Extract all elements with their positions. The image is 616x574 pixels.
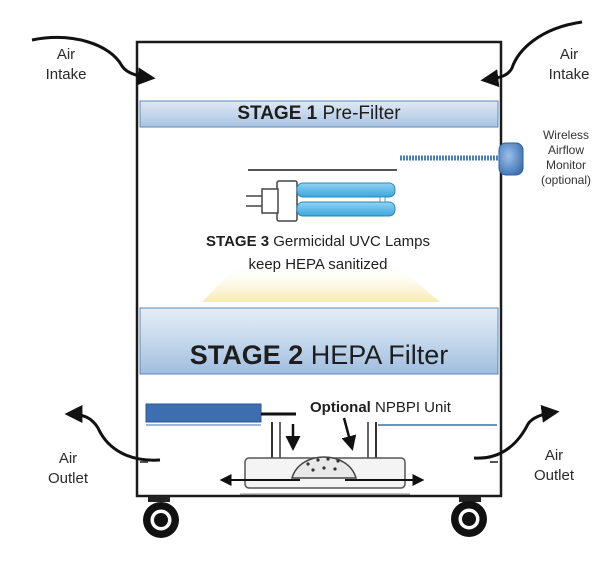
- stage2-label: STAGE 2 HEPA Filter: [140, 337, 498, 373]
- npbpi-name: NPBPI Unit: [375, 399, 451, 416]
- lamp-connector: [261, 188, 279, 214]
- intake-arrow-left: [31, 36, 156, 86]
- left-caster: [143, 496, 179, 538]
- npbpi-title: Optional: [310, 399, 371, 416]
- intake-arrow-right: [480, 20, 583, 88]
- down-arrow-center: [341, 417, 357, 451]
- blower-assembly: [219, 417, 425, 495]
- npbpi-label: Optional NPBPI Unit: [310, 398, 500, 418]
- wireless-airflow-monitor: [400, 142, 524, 176]
- outlet-curve-right: [473, 404, 560, 460]
- uv-glow: [202, 268, 440, 302]
- lamp-base: [276, 180, 298, 222]
- monitor-knob: [498, 142, 524, 176]
- stage3-name: Germicidal UVC Lamps: [273, 233, 430, 250]
- air-intake-left-label: Air Intake: [45, 46, 87, 83]
- lamp-tube-upper: [296, 182, 396, 198]
- lamp-tube-lower: [296, 201, 396, 217]
- stage1-label: STAGE 1 Pre-Filter: [140, 102, 498, 126]
- stage2-hepa-filter: [139, 307, 499, 375]
- air-intake-right-label: Air Intake: [548, 46, 590, 83]
- right-caster: [451, 496, 487, 537]
- wireless-monitor-label: Wireless Airflow Monitor (optional): [540, 128, 592, 187]
- air-outlet-left-label: Air Outlet: [47, 450, 89, 487]
- stage1-title: STAGE 1: [237, 103, 318, 124]
- stage2-name: HEPA Filter: [310, 340, 449, 370]
- stage1-prefilter: [139, 100, 499, 128]
- stage3-line2: keep HEPA sanitized: [248, 256, 388, 273]
- stage3-title: STAGE 3: [206, 233, 270, 250]
- npbpi-unit: [145, 403, 497, 426]
- air-outlet-right-label: Air Outlet: [533, 447, 575, 484]
- stage3-label: STAGE 3 Germicidal UVC Lamps keep HEPA s…: [150, 230, 486, 276]
- stage2-title: STAGE 2: [189, 340, 304, 370]
- npbpi-bar: [145, 403, 262, 423]
- uvc-lamp-assembly: [246, 169, 397, 222]
- outlet-curve-left: [64, 405, 161, 462]
- stage1-name: Pre-Filter: [322, 103, 401, 124]
